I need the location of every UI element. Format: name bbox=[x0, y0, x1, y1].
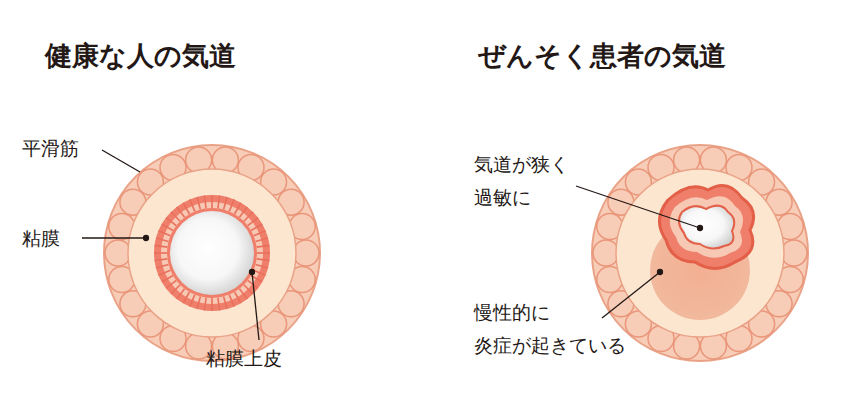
epithelium-cell bbox=[177, 207, 185, 217]
part-label: 粘膜 bbox=[22, 222, 60, 255]
epithelium-cell bbox=[162, 224, 173, 231]
epithelium-cell bbox=[254, 231, 266, 236]
epithelium-cell bbox=[256, 265, 269, 268]
epithelium-cell bbox=[218, 196, 220, 209]
epithelium-cell bbox=[166, 280, 176, 288]
epithelium-cell bbox=[239, 207, 247, 217]
epithelium-cell bbox=[218, 298, 220, 311]
epithelium-cell bbox=[229, 295, 234, 307]
epithelium-cell bbox=[229, 199, 234, 211]
epithelium-cell bbox=[257, 245, 270, 247]
healthy-airway bbox=[104, 145, 320, 361]
epithelium-cell bbox=[254, 270, 266, 275]
epithelium-cell bbox=[162, 276, 173, 283]
epithelium-cell bbox=[183, 203, 190, 214]
epithelium-cell bbox=[235, 203, 242, 214]
epithelium-cell bbox=[251, 224, 262, 231]
epithelium-cell bbox=[197, 197, 200, 210]
epithelium-cell bbox=[244, 212, 253, 221]
epithelium-cell bbox=[158, 231, 170, 236]
muscle-scallop bbox=[781, 240, 807, 266]
panel-heading: 健康な人の気道 bbox=[45, 40, 236, 72]
epithelium-cell bbox=[257, 259, 270, 261]
epithelium-cell bbox=[211, 298, 213, 311]
callout-label: 気道が狭く 過敏に bbox=[474, 148, 584, 215]
epithelium-cell bbox=[239, 289, 247, 299]
epithelium-cell bbox=[171, 212, 180, 221]
epithelium-cell bbox=[204, 196, 206, 209]
epithelium-cell bbox=[190, 295, 195, 307]
epithelium-cell bbox=[235, 292, 242, 303]
muscle-scallop bbox=[293, 240, 319, 266]
asthma-airway bbox=[592, 145, 808, 361]
panel-heading: ぜんそく患者の気道 bbox=[478, 40, 726, 72]
epithelium-cell bbox=[204, 298, 206, 311]
epithelium-cell bbox=[211, 195, 213, 208]
epithelium-cell bbox=[155, 259, 168, 261]
muscle-scallop bbox=[593, 240, 619, 266]
epithelium-cell bbox=[171, 285, 180, 294]
epithelium-cell bbox=[257, 252, 270, 254]
epithelium-cell bbox=[244, 285, 253, 294]
epithelium-cell bbox=[166, 218, 176, 226]
epithelium-cell bbox=[197, 297, 200, 310]
epithelium-cell bbox=[155, 245, 168, 247]
epithelium-cell bbox=[256, 238, 269, 241]
epithelium-cell bbox=[183, 292, 190, 303]
epithelium-cell bbox=[224, 197, 227, 210]
leader-lines bbox=[82, 150, 703, 340]
part-label: 平滑筋 bbox=[22, 132, 79, 165]
epithelium-cell bbox=[158, 270, 170, 275]
epithelium-cell bbox=[224, 297, 227, 310]
callout-label: 慢性的に 炎症が起きている bbox=[474, 296, 644, 363]
muscle-scallop bbox=[105, 240, 131, 266]
part-label: 粘膜上皮 bbox=[206, 342, 282, 375]
epithelium-cell bbox=[248, 218, 258, 226]
epithelium-cell bbox=[156, 265, 169, 268]
epithelium-cell bbox=[154, 252, 167, 254]
epithelium-cell bbox=[177, 289, 185, 299]
epithelium-cell bbox=[156, 238, 169, 241]
epithelium-cell bbox=[190, 199, 195, 211]
